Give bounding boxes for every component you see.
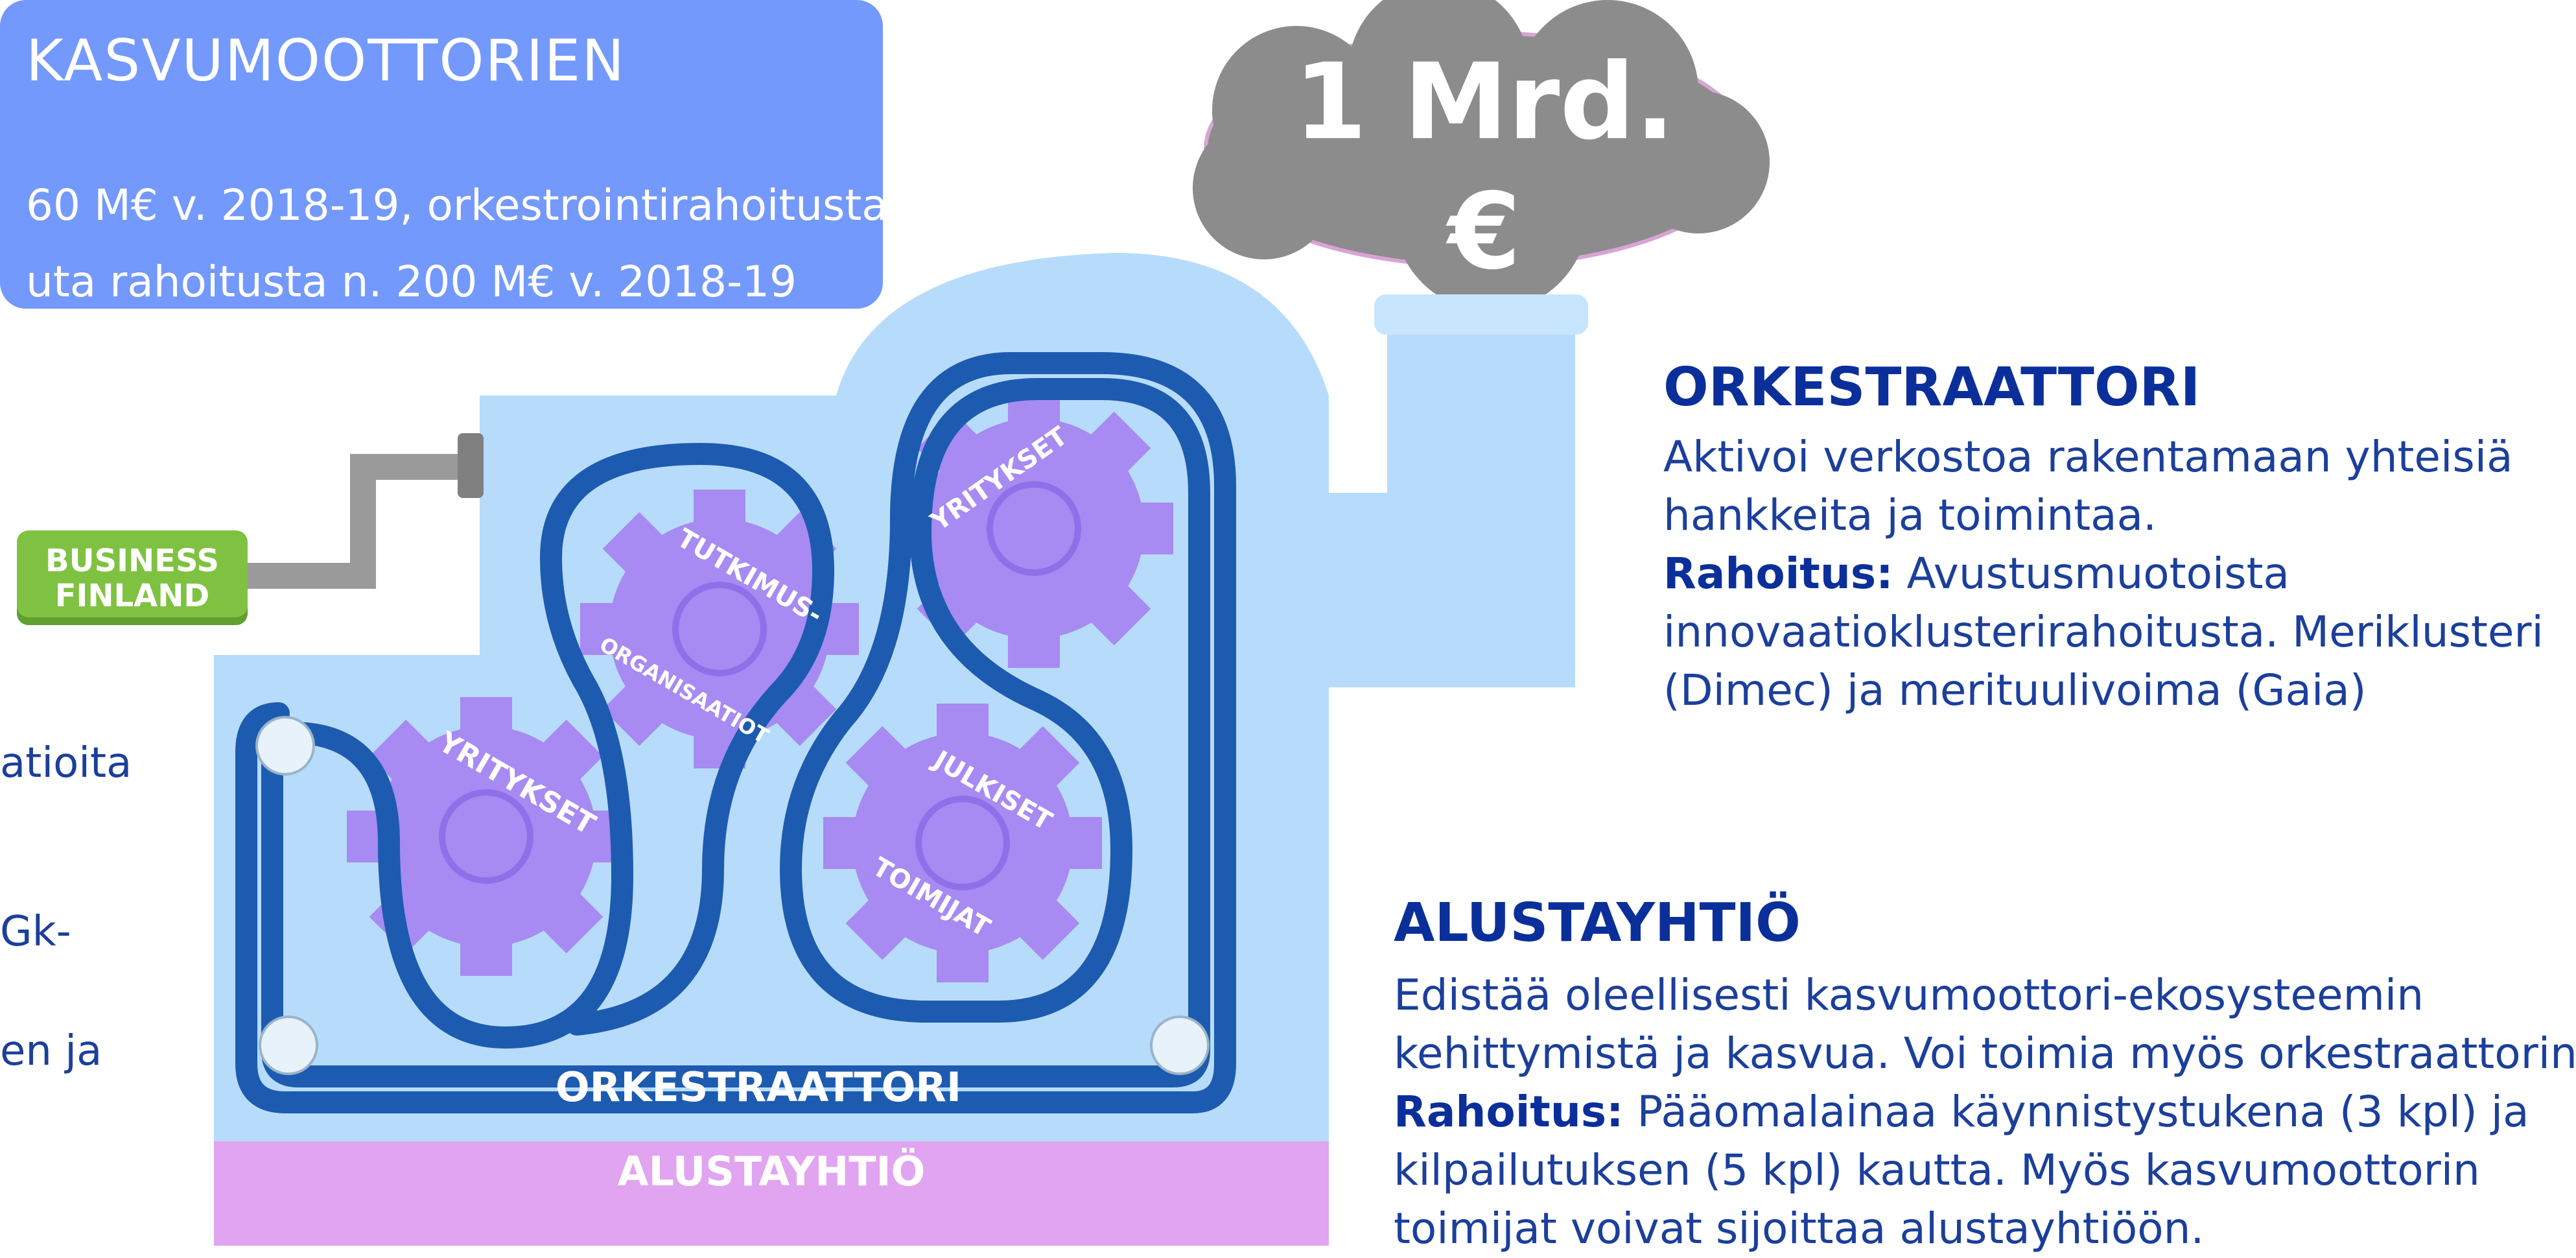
info-box-line1: 60 M€ v. 2018-19, orkestrointirahoitusta bbox=[26, 180, 888, 230]
business-finland-line2: FINLAND bbox=[54, 578, 210, 614]
alustayhtio-text: Edistää oleellisesti kasvumoottori-ekosy… bbox=[1394, 966, 2576, 1258]
alustayhtio-line5: toimijat voivat sijoittaa alustayhtiöön. bbox=[1394, 1204, 2205, 1253]
belt-label: ORKESTRAATTORI bbox=[555, 1063, 962, 1111]
alustayhtio-line4: kilpailutuksen (5 kpl) kautta. Myös kasv… bbox=[1394, 1145, 2480, 1195]
alustayhtio-heading: ALUSTAYHTIÖ bbox=[1394, 892, 1801, 954]
info-box-line2: uta rahoitusta n. 200 M€ v. 2018-19 bbox=[26, 257, 797, 307]
left-fragment-3: en ja bbox=[0, 1027, 102, 1075]
alustayhtio-line2: kehittymistä ja kasvua. Voi toimia myös … bbox=[1394, 1028, 2576, 1078]
pulley-bottom-right bbox=[1150, 1015, 1210, 1075]
cloud-label: 1 Mrd. € bbox=[1258, 38, 1711, 297]
gear-julkiset bbox=[823, 704, 1102, 982]
alustayhtio-rahoitus-label: Rahoitus: bbox=[1394, 1087, 1624, 1137]
alustayhtio-line3: Pääomalainaa käynnistystukena (3 kpl) ja bbox=[1623, 1087, 2529, 1137]
info-box: KASVUMOOTTORIEN 60 M€ v. 2018-19, orkest… bbox=[0, 0, 888, 309]
orkestraattori-heading: ORKESTRAATTORI bbox=[1663, 357, 2201, 418]
info-box-title: KASVUMOOTTORIEN bbox=[26, 27, 626, 94]
orkestraattori-text: Aktivoi verkostoa rakentamaan yhteisiä h… bbox=[1663, 428, 2544, 720]
base-strip bbox=[214, 1141, 1329, 1246]
left-fragment-2: Gk- bbox=[0, 908, 71, 956]
alustayhtio-line1: Edistää oleellisesti kasvumoottori-ekosy… bbox=[1394, 970, 2424, 1020]
cloud-label-line1: 1 Mrd. bbox=[1294, 42, 1675, 163]
base-label: ALUSTAYHTIÖ bbox=[617, 1148, 926, 1195]
chimney-cap bbox=[1374, 294, 1588, 335]
orkestraattori-line3: Avustusmuotoista bbox=[1893, 549, 2289, 599]
orkestraattori-line1: Aktivoi verkostoa rakentamaan yhteisiä bbox=[1663, 432, 2513, 482]
pulley-bottom-left bbox=[259, 1015, 318, 1075]
belt bbox=[235, 352, 1236, 1113]
left-fragment-1: atioita bbox=[0, 739, 132, 787]
crank bbox=[246, 433, 484, 589]
cloud-label-line2: € bbox=[1447, 171, 1521, 293]
orkestraattori-line2: hankkeita ja toimintaa. bbox=[1663, 490, 2157, 540]
gear-yritykset-right bbox=[895, 389, 1173, 668]
orkestraattori-rahoitus-label: Rahoitus: bbox=[1663, 549, 1893, 599]
cloud-shape bbox=[1193, 0, 1770, 311]
business-finland-line1: BUSINESS bbox=[45, 543, 219, 579]
alustayhtio-rahoitus: Rahoitus: Pääomalainaa käynnistystukena … bbox=[1394, 1083, 2576, 1141]
orkestraattori-line5: (Dimec) ja merituulivoima (Gaia) bbox=[1663, 665, 2367, 715]
orkestraattori-line4: innovaatioklusterirahoitusta. Merikluste… bbox=[1663, 607, 2544, 657]
business-finland-logo: BUSINESS FINLAND bbox=[17, 530, 248, 625]
orkestraattori-rahoitus: Rahoitus: Avustusmuotoista bbox=[1663, 545, 2544, 603]
pulley-top-left bbox=[255, 716, 315, 776]
